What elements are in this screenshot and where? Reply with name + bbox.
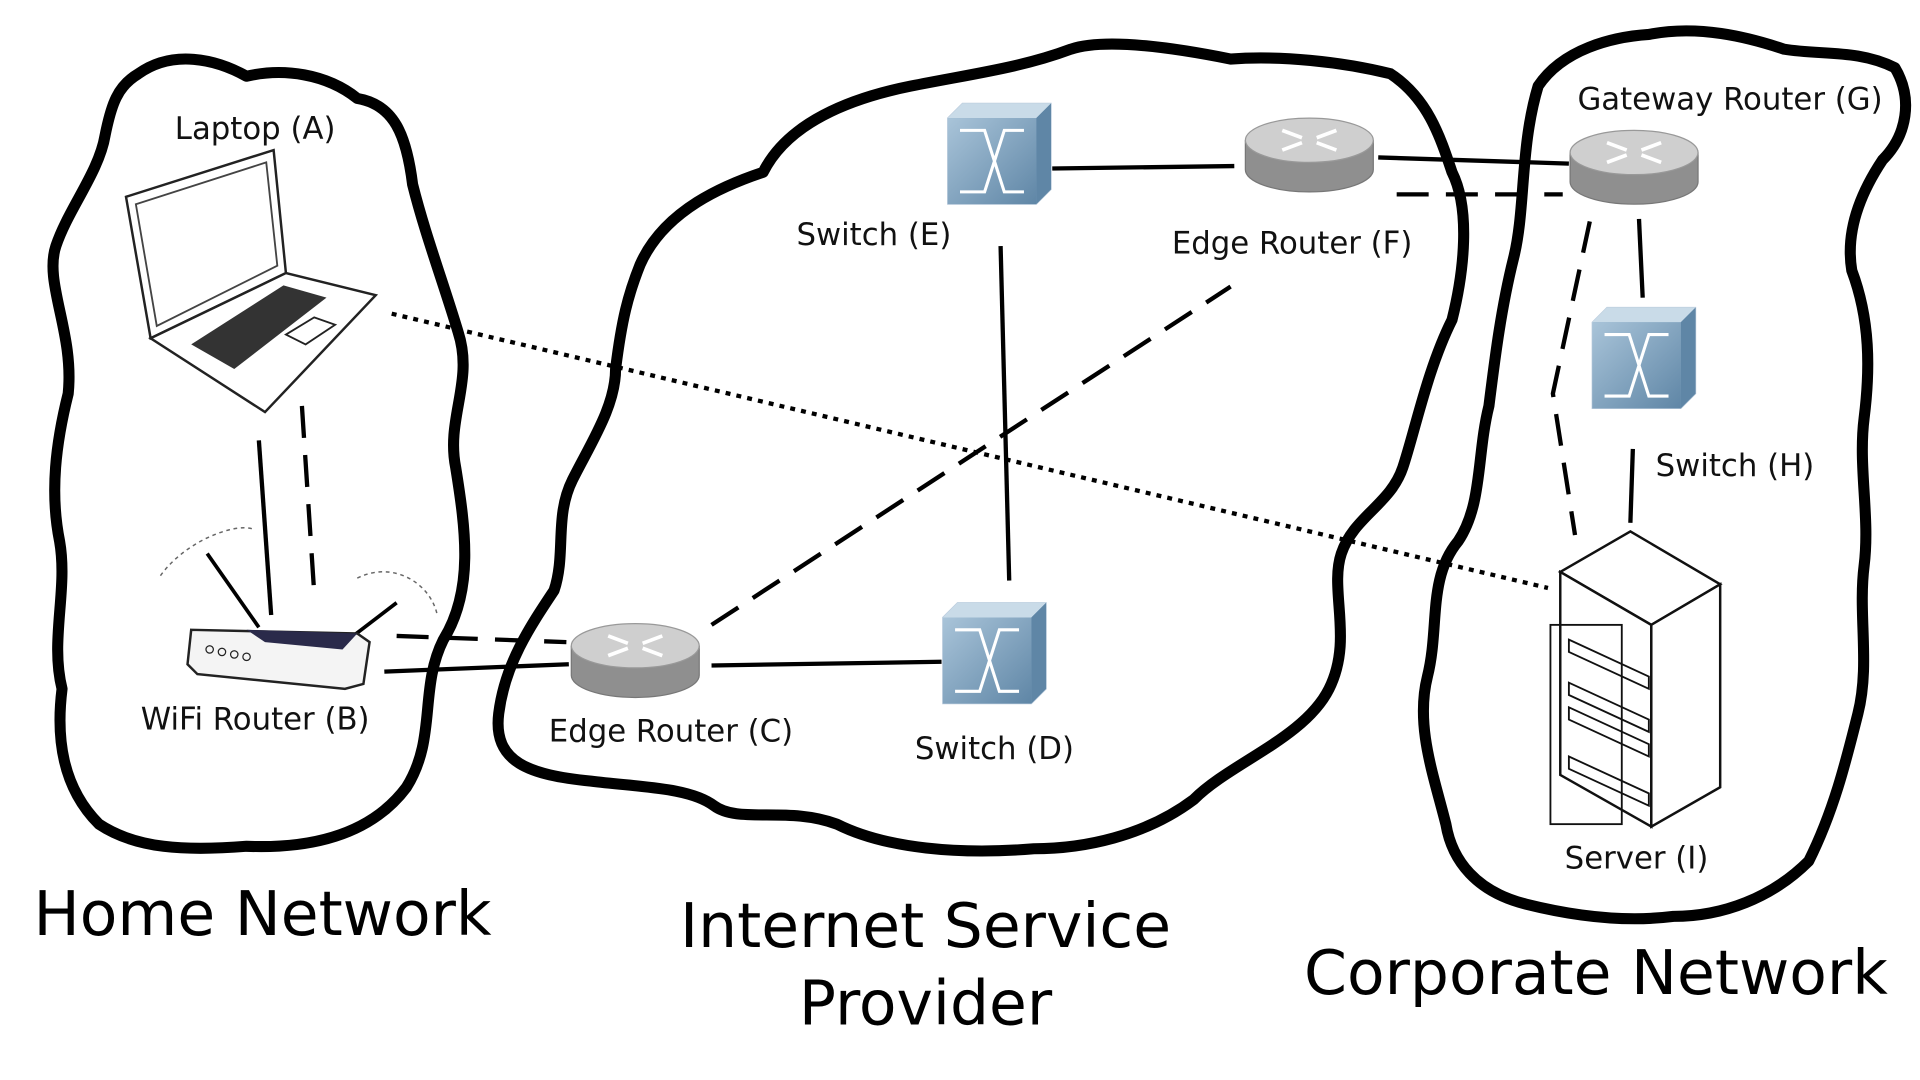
label-gateway-router: Gateway Router (G) (1577, 81, 1882, 117)
label-server: Server (I) (1565, 840, 1709, 876)
switch-e-icon[interactable] (946, 101, 1053, 206)
link-h-i (1628, 448, 1635, 523)
wifi-router-icon[interactable] (159, 527, 438, 691)
link-f-g (1378, 155, 1569, 166)
region-corporate-network: Corporate Network (1304, 937, 1888, 1009)
region-home-network: Home Network (34, 878, 492, 950)
corporate-network-cloud (1417, 25, 1912, 925)
label-edge-router-f: Edge Router (F) (1172, 225, 1413, 261)
link-c-d (711, 659, 942, 668)
region-isp-line1: Internet Service (680, 890, 1171, 962)
switch-d-icon[interactable] (941, 601, 1048, 706)
laptop-icon[interactable] (124, 148, 379, 414)
link-b-c (384, 662, 569, 674)
edge-router-f-icon[interactable] (1243, 116, 1376, 194)
label-laptop: Laptop (A) (175, 111, 336, 147)
label-wifi-router: WiFi Router (B) (141, 701, 370, 737)
label-switch-e: Switch (E) (796, 217, 951, 253)
link-a-b-wired (256, 440, 274, 616)
switch-h-icon[interactable] (1590, 305, 1698, 410)
link-g-i-dashed (1550, 220, 1592, 536)
region-isp-line2: Provider (799, 968, 1053, 1040)
home-network-cloud (47, 53, 471, 854)
label-switch-d: Switch (D) (915, 731, 1074, 767)
link-a-b-wireless (299, 405, 317, 594)
gateway-router-g-icon[interactable] (1568, 128, 1700, 207)
link-e-f (1052, 163, 1235, 171)
link-c-f-dashed (710, 284, 1232, 627)
link-b-c-dashed (396, 633, 567, 645)
link-g-h (1636, 218, 1645, 298)
edge-router-c-icon[interactable] (569, 621, 702, 700)
label-switch-h: Switch (H) (1656, 448, 1815, 484)
link-e-d (998, 245, 1012, 581)
label-edge-router-c: Edge Router (C) (549, 714, 793, 750)
server-icon[interactable] (1549, 529, 1723, 829)
